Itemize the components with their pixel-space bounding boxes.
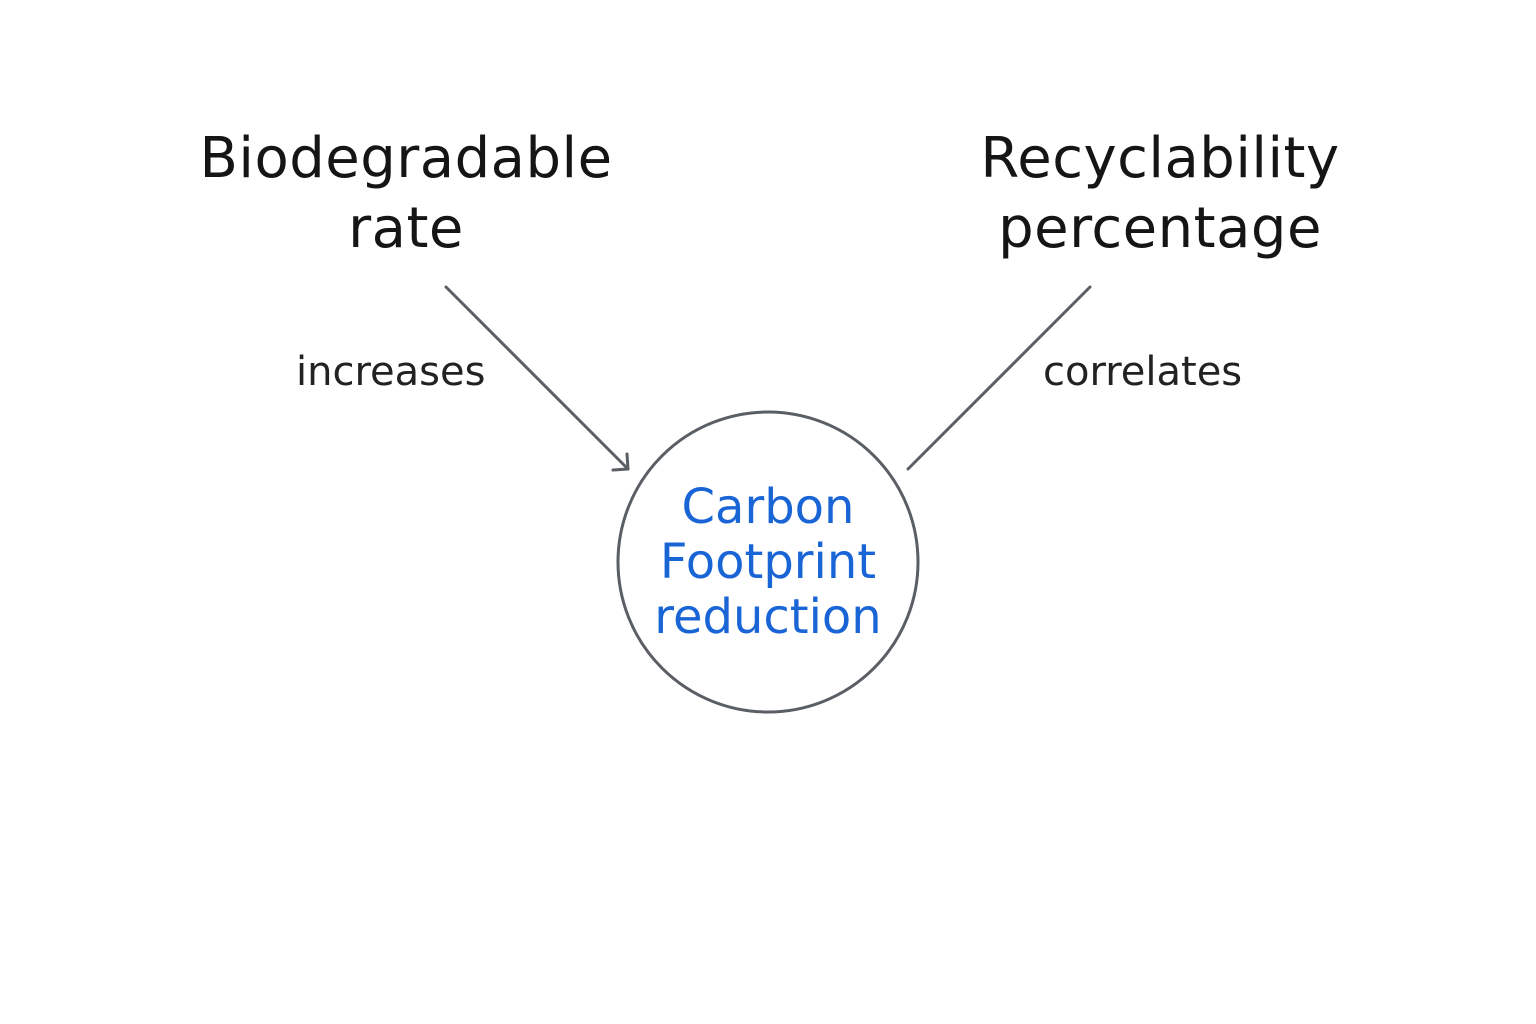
center-node-line3: reduction	[654, 589, 882, 645]
node-right-line1: Recyclability	[980, 126, 1340, 191]
edge-right-label: correlates	[1043, 349, 1243, 395]
center-node-carbon-footprint-reduction: Carbon Footprint reduction	[598, 480, 938, 645]
edge-left-label: increases	[296, 349, 486, 395]
node-recyclability-percentage: Recyclability percentage	[910, 124, 1410, 264]
node-left-line2: rate	[348, 196, 464, 261]
edge-right-line	[906, 285, 1092, 471]
edge-left-line	[444, 285, 630, 471]
center-node-line2: Footprint	[659, 534, 877, 590]
node-left-line1: Biodegradable	[199, 126, 613, 191]
center-node-line1: Carbon	[681, 479, 855, 535]
center-node-circle	[616, 410, 920, 714]
edge-left-arrowhead	[611, 452, 630, 472]
node-biodegradable-rate: Biodegradable rate	[156, 124, 656, 264]
node-right-line2: percentage	[998, 196, 1322, 261]
